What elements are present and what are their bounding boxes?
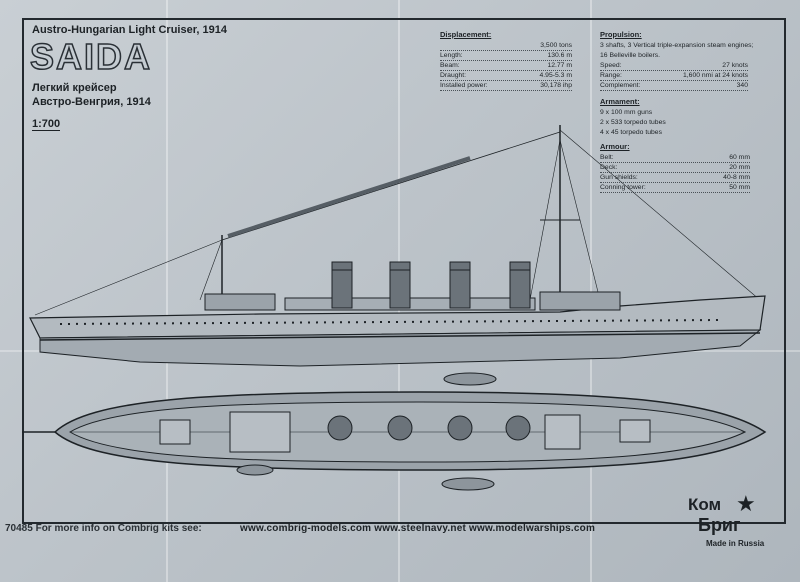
ship-subtitle-ru-2: Австро-Венгрия, 1914	[32, 96, 151, 108]
armament-heading: Armament:	[600, 97, 640, 106]
plan-view	[22, 372, 767, 491]
spec-line: 3 shafts, 3 Vertical triple-expansion st…	[600, 42, 754, 49]
made-in-label: Made in Russia	[706, 539, 765, 548]
ship-subtitle-ru-1: Легкий крейсер	[32, 82, 117, 94]
spec-line: 2 x 533 torpedo tubes	[600, 119, 666, 126]
spec-row: Beam:12.77 m	[440, 62, 572, 71]
drawing-frame	[22, 18, 786, 524]
logo-line-1: Ком	[688, 495, 722, 514]
spec-line: 4 x 45 torpedo tubes	[600, 129, 662, 136]
spec-row: Conning tower:50 mm	[600, 184, 750, 193]
spec-row: Installed power:30,178 ihp	[440, 82, 572, 91]
spec-row: Speed:27 knots	[600, 62, 748, 71]
spec-row: Draught:4.95-5.3 m	[440, 72, 572, 81]
paper-fold	[590, 0, 592, 582]
spec-row: Gun shields:40-8 mm	[600, 174, 750, 183]
displacement-heading: Displacement:	[440, 30, 492, 39]
spec-row: Belt:60 mm	[600, 154, 750, 163]
spec-row: Complement:340	[600, 82, 748, 91]
paper-fold	[166, 0, 168, 582]
spec-line: 16 Belleville boilers.	[600, 52, 661, 59]
combrig-logo: Ком Бриг ★ Made in Russia	[684, 491, 784, 555]
spec-row: Deck:20 mm	[600, 164, 750, 173]
logo-line-2: Бриг	[698, 515, 741, 535]
side-profile	[29, 125, 766, 367]
propulsion-heading: Propulsion:	[600, 30, 642, 39]
spec-row: 3,500 tons	[440, 41, 572, 51]
star-icon: ★	[736, 491, 756, 516]
website-links: www.combrig-models.com www.steelnavy.net…	[240, 523, 596, 534]
ship-subtitle: Austro-Hungarian Light Cruiser, 1914	[32, 24, 227, 36]
kit-info: 70485 For more info on Combrig kits see:	[5, 523, 202, 534]
spec-line: 9 x 100 mm guns	[600, 109, 653, 116]
model-scale: 1:700	[32, 118, 61, 131]
ship-name: SAIDA	[29, 35, 153, 78]
spec-row: Length:130.6 m	[440, 52, 572, 61]
armour-heading: Armour:	[600, 142, 630, 151]
spec-row: Range:1,600 nmi at 24 knots	[600, 72, 748, 81]
